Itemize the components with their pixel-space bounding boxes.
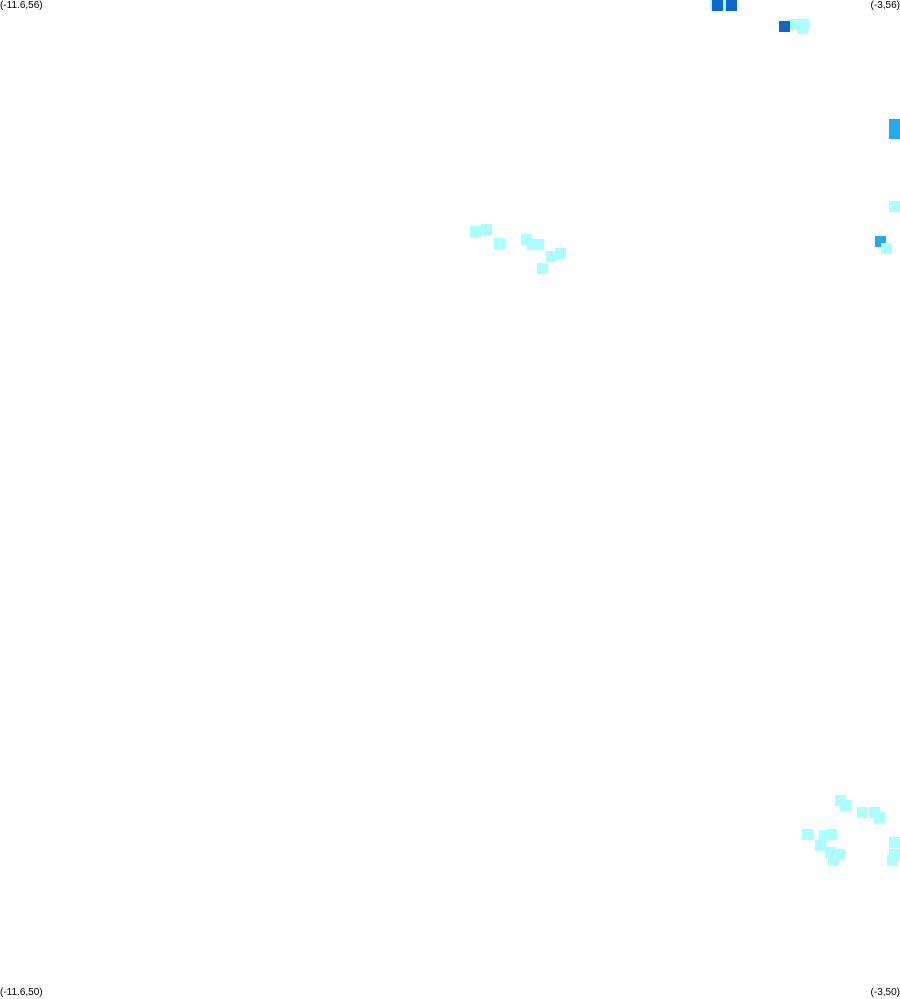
- heat-cell-light: [889, 201, 900, 212]
- heat-cell-light: [494, 238, 505, 249]
- heat-cell-light: [802, 829, 813, 840]
- heat-cell-medium: [889, 119, 900, 130]
- heat-cell-light: [797, 23, 808, 34]
- heat-cell-light: [537, 263, 548, 274]
- heat-cell-light: [857, 807, 868, 818]
- corner-label-bottom-left: (-11.6,50): [0, 987, 43, 998]
- heat-cell-light: [546, 251, 557, 262]
- heat-cell-light: [840, 800, 851, 811]
- heat-cell-light: [828, 855, 839, 866]
- heat-cell-light: [815, 840, 826, 851]
- heat-cell-light: [470, 226, 481, 237]
- heat-cell-light: [521, 234, 532, 245]
- heat-cell-light: [887, 855, 898, 866]
- heat-cell-light: [881, 243, 892, 254]
- heat-cell-light: [481, 224, 492, 235]
- heat-cell-light: [889, 837, 900, 848]
- heat-cell-dark: [779, 21, 790, 32]
- heat-cell-dark: [726, 0, 737, 11]
- heat-cell-light: [874, 812, 885, 823]
- corner-label-bottom-right: (-3,50): [870, 987, 900, 998]
- heat-cell-light: [825, 847, 836, 858]
- corner-label-top-right: (-3,56): [870, 0, 900, 11]
- heat-cell-light: [889, 849, 900, 860]
- heat-cell-dark: [712, 0, 723, 11]
- heat-cell-light: [527, 239, 538, 250]
- heat-cell-medium: [875, 236, 886, 247]
- heat-cell-light: [834, 849, 845, 860]
- heat-cell-light: [826, 829, 837, 840]
- heat-cell-light: [819, 830, 830, 841]
- heat-cell-light: [555, 248, 566, 259]
- heat-cell-light: [788, 19, 799, 30]
- corner-label-top-left: (-11.6,56): [0, 0, 43, 11]
- heat-cell-light: [533, 239, 544, 250]
- heat-cell-medium: [889, 128, 900, 139]
